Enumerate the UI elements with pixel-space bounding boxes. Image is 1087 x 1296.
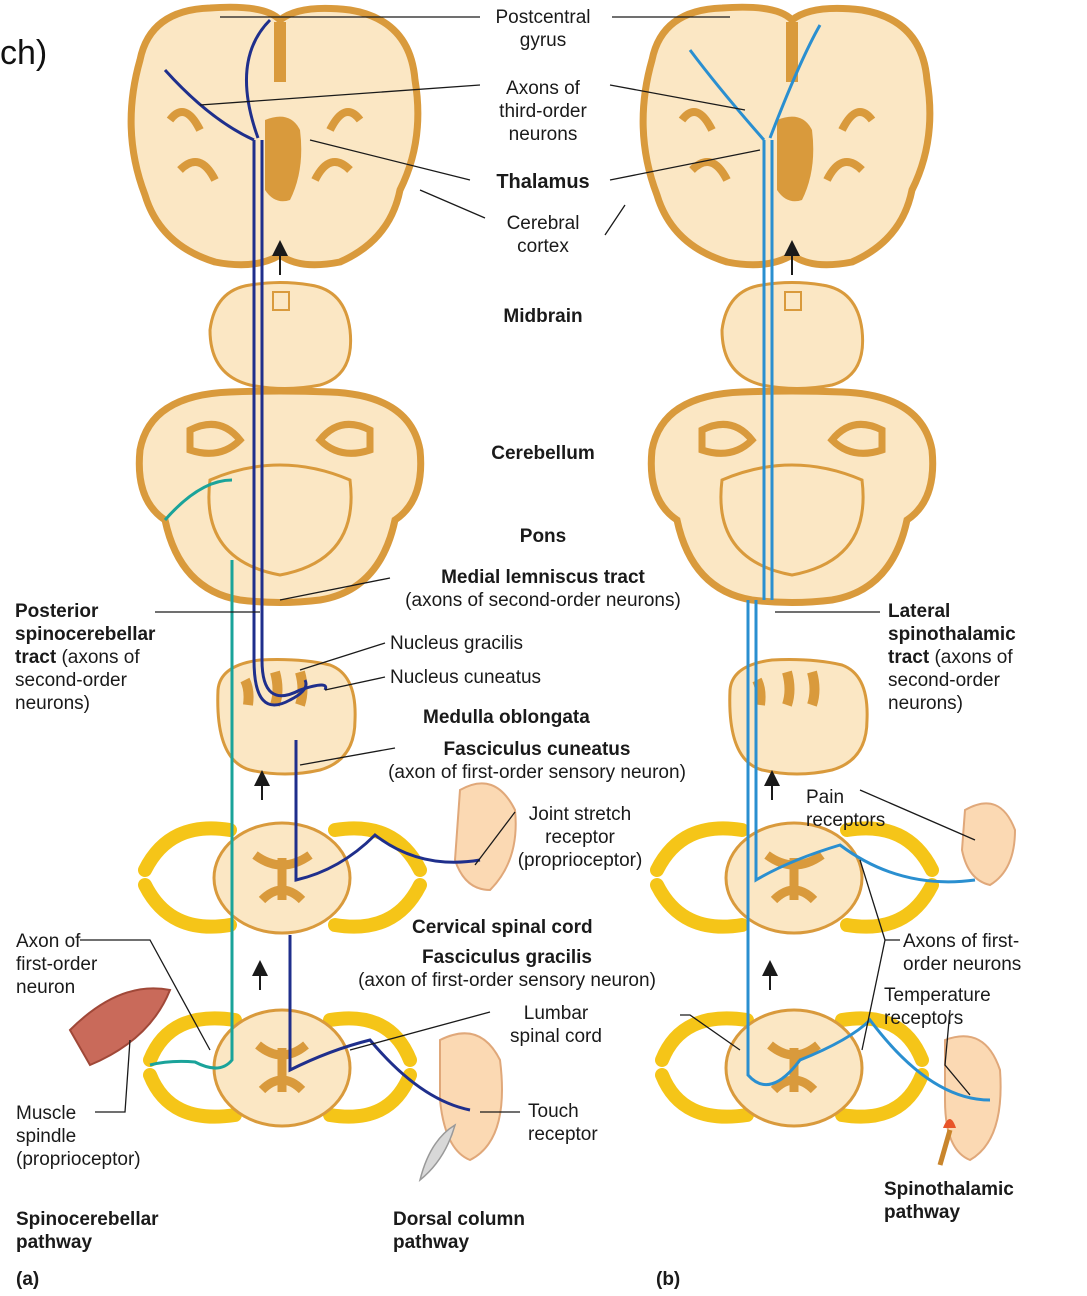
label-line: neurons bbox=[499, 123, 587, 146]
label-line: Postcentral bbox=[495, 6, 590, 29]
label-cervical-spinal-cord: Cervical spinal cord bbox=[412, 916, 593, 939]
label-lateral-spinothalamic-tract: Lateral spinothalamic tract (axons of se… bbox=[888, 600, 1016, 715]
label-line: gyrus bbox=[495, 29, 590, 52]
label-line: Fasciculus cuneatus bbox=[388, 738, 686, 761]
label-line: receptors bbox=[806, 809, 885, 832]
label-cerebral-cortex: Cerebral cortex bbox=[507, 212, 580, 258]
label-line: second-order bbox=[888, 669, 1016, 692]
label-joint-stretch-receptor: Joint stretch receptor (proprioceptor) bbox=[518, 803, 643, 872]
label-line: pathway bbox=[393, 1231, 525, 1254]
label-medulla-oblongata: Medulla oblongata bbox=[423, 706, 590, 729]
label-medial-lemniscus: Medial lemniscus tract (axons of second-… bbox=[405, 566, 681, 612]
label-cerebellum: Cerebellum bbox=[491, 442, 594, 465]
label-panel-b: (b) bbox=[656, 1268, 680, 1291]
label-line: (axon of first-order sensory neuron) bbox=[388, 761, 686, 784]
label-line: receptor bbox=[528, 1123, 598, 1146]
label-muscle-spindle: Muscle spindle (proprioceptor) bbox=[16, 1102, 141, 1171]
label-line: (proprioceptor) bbox=[518, 849, 643, 872]
label-line: spinothalamic bbox=[888, 623, 1016, 646]
label-line: Temperature bbox=[884, 984, 991, 1007]
label-panel-a: (a) bbox=[16, 1268, 39, 1291]
label-nucleus-cuneatus: Nucleus cuneatus bbox=[390, 666, 541, 689]
label-posterior-spinocerebellar-tract: Posterior spinocerebellar tract (axons o… bbox=[15, 600, 155, 715]
label-line: Lumbar bbox=[510, 1002, 602, 1025]
label-line: Medial lemniscus tract bbox=[405, 566, 681, 589]
label-line: Joint stretch bbox=[518, 803, 643, 826]
label-line: tract (axons of bbox=[15, 646, 155, 669]
label-line: Posterior bbox=[15, 600, 155, 623]
label-touch-receptor: Touch receptor bbox=[528, 1100, 598, 1146]
label-pain-receptors: Pain receptors bbox=[806, 786, 885, 832]
label-line: Cerebral bbox=[507, 212, 580, 235]
label-axons-third-order: Axons of third-order neurons bbox=[499, 77, 587, 146]
label-line: (proprioceptor) bbox=[16, 1148, 141, 1171]
label-line: neuron bbox=[16, 976, 97, 999]
label-fasciculus-gracilis: Fasciculus gracilis (axon of first-order… bbox=[358, 946, 656, 992]
label-line: spinocerebellar bbox=[15, 623, 155, 646]
label-temperature-receptors: Temperature receptors bbox=[884, 984, 991, 1030]
label-nucleus-gracilis: Nucleus gracilis bbox=[390, 632, 523, 655]
label-line: pathway bbox=[16, 1231, 159, 1254]
label-line: Axons of bbox=[499, 77, 587, 100]
label-line: cortex bbox=[507, 235, 580, 258]
label-line: (axons of second-order neurons) bbox=[405, 589, 681, 612]
label-line: order neurons bbox=[903, 953, 1021, 976]
label-line: Pain bbox=[806, 786, 885, 809]
label-line: pathway bbox=[884, 1201, 1014, 1224]
label-line: Dorsal column bbox=[393, 1208, 525, 1231]
label-line: second-order bbox=[15, 669, 155, 692]
label-spinocerebellar-pathway: Spinocerebellar pathway bbox=[16, 1208, 159, 1254]
label-line: spindle bbox=[16, 1125, 141, 1148]
label-line: tract (axons of bbox=[888, 646, 1016, 669]
label-line: first-order bbox=[16, 953, 97, 976]
label-thalamus: Thalamus bbox=[496, 171, 589, 194]
label-postcentral-gyrus: Postcentral gyrus bbox=[495, 6, 590, 52]
label-line: Touch bbox=[528, 1100, 598, 1123]
label-midbrain: Midbrain bbox=[503, 305, 582, 328]
label-fasciculus-cuneatus: Fasciculus cuneatus (axon of first-order… bbox=[388, 738, 686, 784]
label-line: Fasciculus gracilis bbox=[358, 946, 656, 969]
label-line: neurons) bbox=[888, 692, 1016, 715]
label-lumbar-spinal-cord: Lumbar spinal cord bbox=[510, 1002, 602, 1048]
label-line: Spinocerebellar bbox=[16, 1208, 159, 1231]
label-line: spinal cord bbox=[510, 1025, 602, 1048]
label-line: neurons) bbox=[15, 692, 155, 715]
label-line: Muscle bbox=[16, 1102, 141, 1125]
label-line: Axons of first- bbox=[903, 930, 1021, 953]
label-pons: Pons bbox=[520, 525, 566, 548]
label-axons-first-order-neurons: Axons of first- order neurons bbox=[903, 930, 1021, 976]
label-dorsal-column-pathway: Dorsal column pathway bbox=[393, 1208, 525, 1254]
label-line: (axon of first-order sensory neuron) bbox=[358, 969, 656, 992]
label-line: Spinothalamic bbox=[884, 1178, 1014, 1201]
label-line: Axon of bbox=[16, 930, 97, 953]
label-line: receptors bbox=[884, 1007, 991, 1030]
label-spinothalamic-pathway: Spinothalamic pathway bbox=[884, 1178, 1014, 1224]
label-line: third-order bbox=[499, 100, 587, 123]
label-axon-first-order-neuron: Axon of first-order neuron bbox=[16, 930, 97, 999]
label-line: receptor bbox=[518, 826, 643, 849]
label-line: Lateral bbox=[888, 600, 1016, 623]
